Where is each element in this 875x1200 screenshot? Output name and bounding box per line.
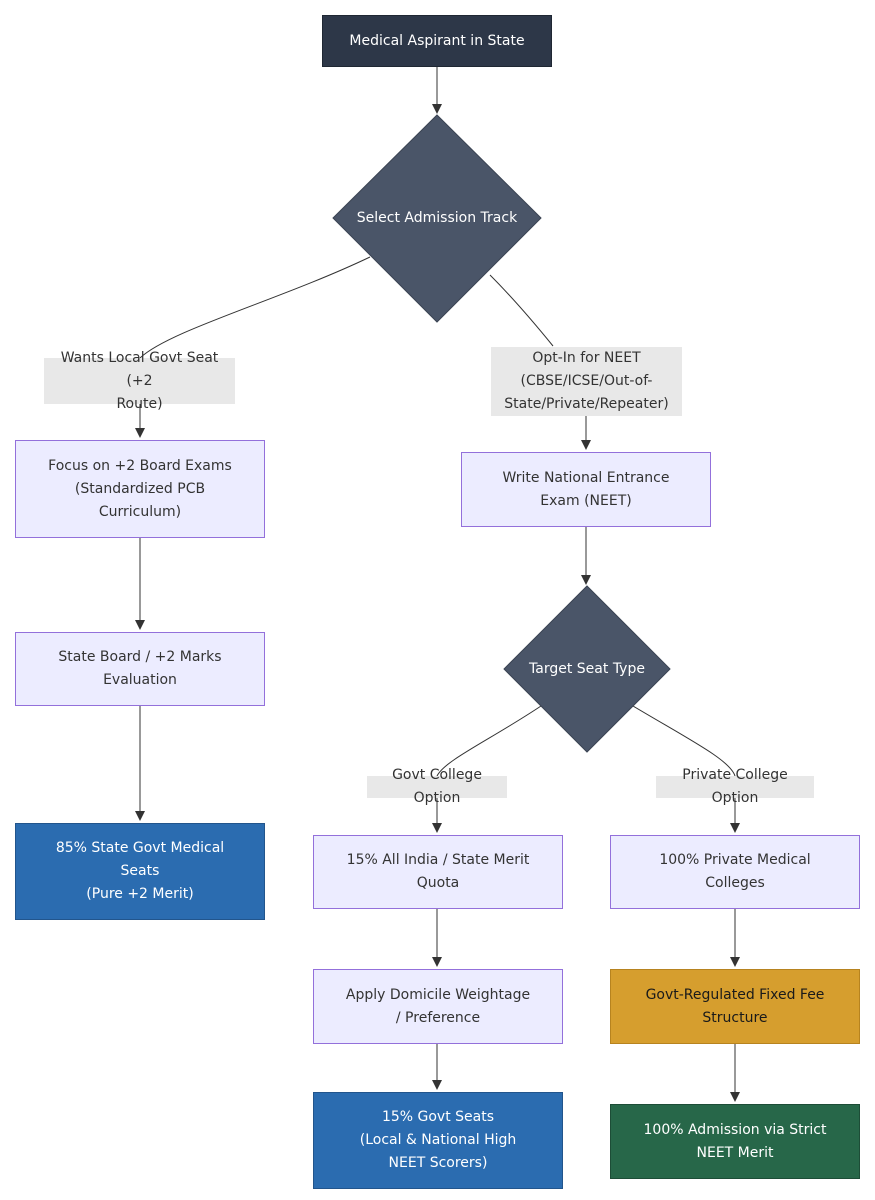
edge-seat-to-private-label [632,705,736,777]
neet-optin-label: Opt-In for NEET (CBSE/ICSE/Out-of- State… [491,347,682,416]
edge-seat-to-govt-label [436,705,542,777]
all-india-quota-node: 15% All India / State Merit Quota [313,835,563,909]
edge-track-to-neet-label [489,274,554,347]
edge-track-to-local-label [139,256,371,359]
track-decision-diamond [332,114,542,323]
neet-write-node: Write National Entrance Exam (NEET) [461,452,711,527]
state-seats-node: 85% State Govt Medical Seats (Pure +2 Me… [15,823,265,920]
domicile-node: Apply Domicile Weightage / Preference [313,969,563,1044]
local-route-label: Wants Local Govt Seat (+2 Route) [44,350,235,412]
private-colleges-node: 100% Private Medical Colleges [610,835,860,909]
board-focus-node: Focus on +2 Board Exams (Standardized PC… [15,440,265,538]
fee-structure-node: Govt-Regulated Fixed Fee Structure [610,969,860,1044]
track-decision-label: Select Admission Track [356,210,518,226]
start-node: Medical Aspirant in State [322,15,552,67]
govt-seats-node: 15% Govt Seats (Local & National High NE… [313,1092,563,1189]
seat-decision-diamond [503,585,671,753]
private-option-label: Private College Option [656,767,814,806]
board-eval-node: State Board / +2 Marks Evaluation [15,632,265,706]
seat-decision-label: Target Seat Type [529,661,645,677]
strict-merit-node: 100% Admission via Strict NEET Merit [610,1104,860,1179]
govt-option-label: Govt College Option [367,767,507,806]
